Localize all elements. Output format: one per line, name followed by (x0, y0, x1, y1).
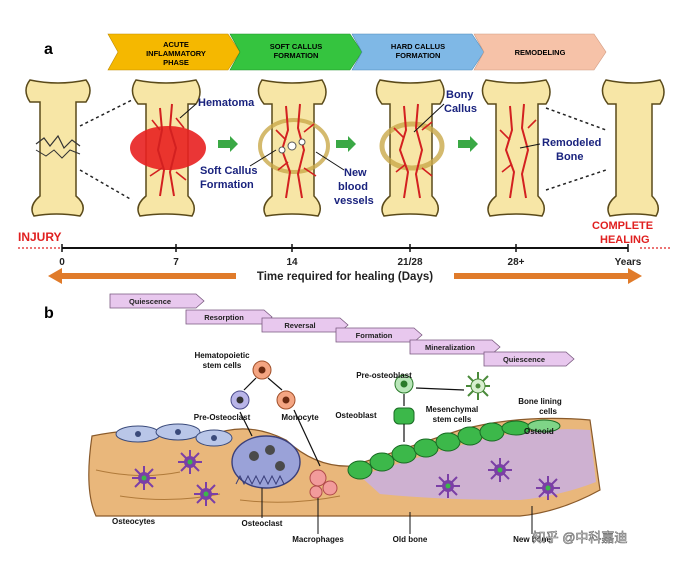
hematoma-mass (130, 126, 206, 170)
zoom-line (545, 107, 607, 131)
axis-title: Time required for healing (Days) (257, 271, 433, 283)
phase-label: REMODELING (515, 48, 566, 57)
stage-label: Mineralization (425, 343, 475, 352)
macrophages-label: Macrophages (292, 535, 344, 544)
stage-label: Resorption (204, 313, 244, 322)
msc-label: stem cells (433, 415, 472, 424)
bone-hard-callus (375, 79, 445, 217)
monocyte-cell (276, 390, 296, 410)
panel-a-label: a (44, 41, 53, 58)
progress-arrow (458, 136, 478, 152)
phase-chevron-soft-callus (229, 33, 363, 71)
bone-hematoma (130, 79, 206, 217)
phase-banner: ACUTE INFLAMMATORY PHASE SOFT CALLUS FOR… (107, 33, 607, 71)
pre-osteoclast-label: Pre-Osteoclast (194, 413, 251, 422)
pre-osteoclast-cell (230, 390, 250, 410)
osteoblast-label: Osteoblast (335, 411, 377, 420)
duration-arrow (48, 268, 642, 284)
progress-arrow (336, 136, 356, 152)
progress-arrow (218, 136, 238, 152)
osteocytes (132, 450, 560, 506)
bone-fractured (25, 79, 91, 217)
phase-label: SOFT CALLUS (270, 42, 323, 51)
injury-label: INJURY (18, 230, 62, 244)
tick-label: 14 (286, 257, 298, 268)
bone-soft-callus (257, 79, 330, 217)
complete-healing-label: HEALING (600, 234, 650, 246)
phase-label: FORMATION (396, 51, 441, 60)
monocyte-label: Monocyte (281, 413, 319, 422)
stage-label: Quiescence (129, 297, 171, 306)
soft-callus-label: Soft Callus (200, 165, 257, 177)
phase-label: PHASE (163, 58, 189, 67)
new-vessels-label: New (344, 167, 367, 179)
phase-chevron-inflammatory (107, 33, 241, 71)
new-bone-osteoid (360, 429, 596, 500)
mesenchymal-stem-cell (466, 372, 490, 400)
zoom-line (545, 169, 607, 191)
new-vessels-label: blood (338, 181, 368, 193)
soft-callus-label: Formation (200, 179, 254, 191)
stage-label: Reversal (284, 321, 315, 330)
hsc-label: stem cells (203, 361, 242, 370)
hsc-label: Hematopoietic (194, 351, 250, 360)
phase-chevron-remodeling (473, 33, 607, 71)
stage-label: Formation (356, 331, 393, 340)
bone-lining-label: Bone lining (518, 397, 562, 406)
phase-label: INFLAMMATORY (146, 49, 206, 58)
tick-label: 21/28 (397, 257, 422, 268)
osteocytes-label: Osteocytes (112, 517, 156, 526)
osteoblast-cell (393, 407, 415, 425)
pre-osteoblast-label: Pre-osteoblast (356, 371, 412, 380)
complete-healing-label: COMPLETE (592, 220, 653, 232)
new-vessels-label: vessels (334, 195, 374, 207)
panel-b-label: b (44, 305, 54, 322)
tick-label: Years (615, 257, 642, 268)
remodeling-stages: Quiescence Resorption Reversal Formation… (109, 293, 575, 367)
remodeled-label: Bone (556, 151, 584, 163)
zoom-line (79, 169, 133, 201)
phase-label: FORMATION (274, 51, 319, 60)
bony-callus-label: Bony (446, 89, 474, 101)
bone-healed (601, 79, 665, 217)
hematoma-label: Hematoma (198, 97, 255, 109)
phase-label: HARD CALLUS (391, 42, 445, 51)
osteoid-label: Osteoid (524, 427, 554, 436)
osteoblast-row (347, 419, 561, 480)
old-bone-label: Old bone (393, 535, 428, 544)
timeline-ticks: 0 7 14 21/28 28+ Years (59, 244, 642, 268)
phase-label: ACUTE (163, 40, 189, 49)
osteoclast-label: Osteoclast (242, 519, 283, 528)
hematopoietic-stem-cell (252, 360, 272, 380)
macrophages (309, 469, 338, 499)
remodeled-label: Remodeled (542, 137, 601, 149)
pre-osteoblast-cell (394, 374, 414, 394)
stage-label: Quiescence (503, 355, 545, 364)
watermark: 知乎 @中科嘉迪 (533, 530, 628, 545)
osteoclast (231, 435, 301, 489)
bone-remodeled (481, 79, 551, 217)
tick-label: 28+ (508, 257, 525, 268)
tick-label: 0 (59, 257, 65, 268)
bone-lining-label: cells (539, 407, 557, 416)
phase-chevron-hard-callus (351, 33, 485, 71)
new-bone-label: New bone (513, 535, 551, 544)
tick-label: 7 (173, 257, 179, 268)
zoom-line (79, 99, 133, 127)
lining-cells-left (115, 423, 233, 447)
msc-label: Mesenchymal (426, 405, 478, 414)
bony-callus-label: Callus (444, 103, 477, 115)
